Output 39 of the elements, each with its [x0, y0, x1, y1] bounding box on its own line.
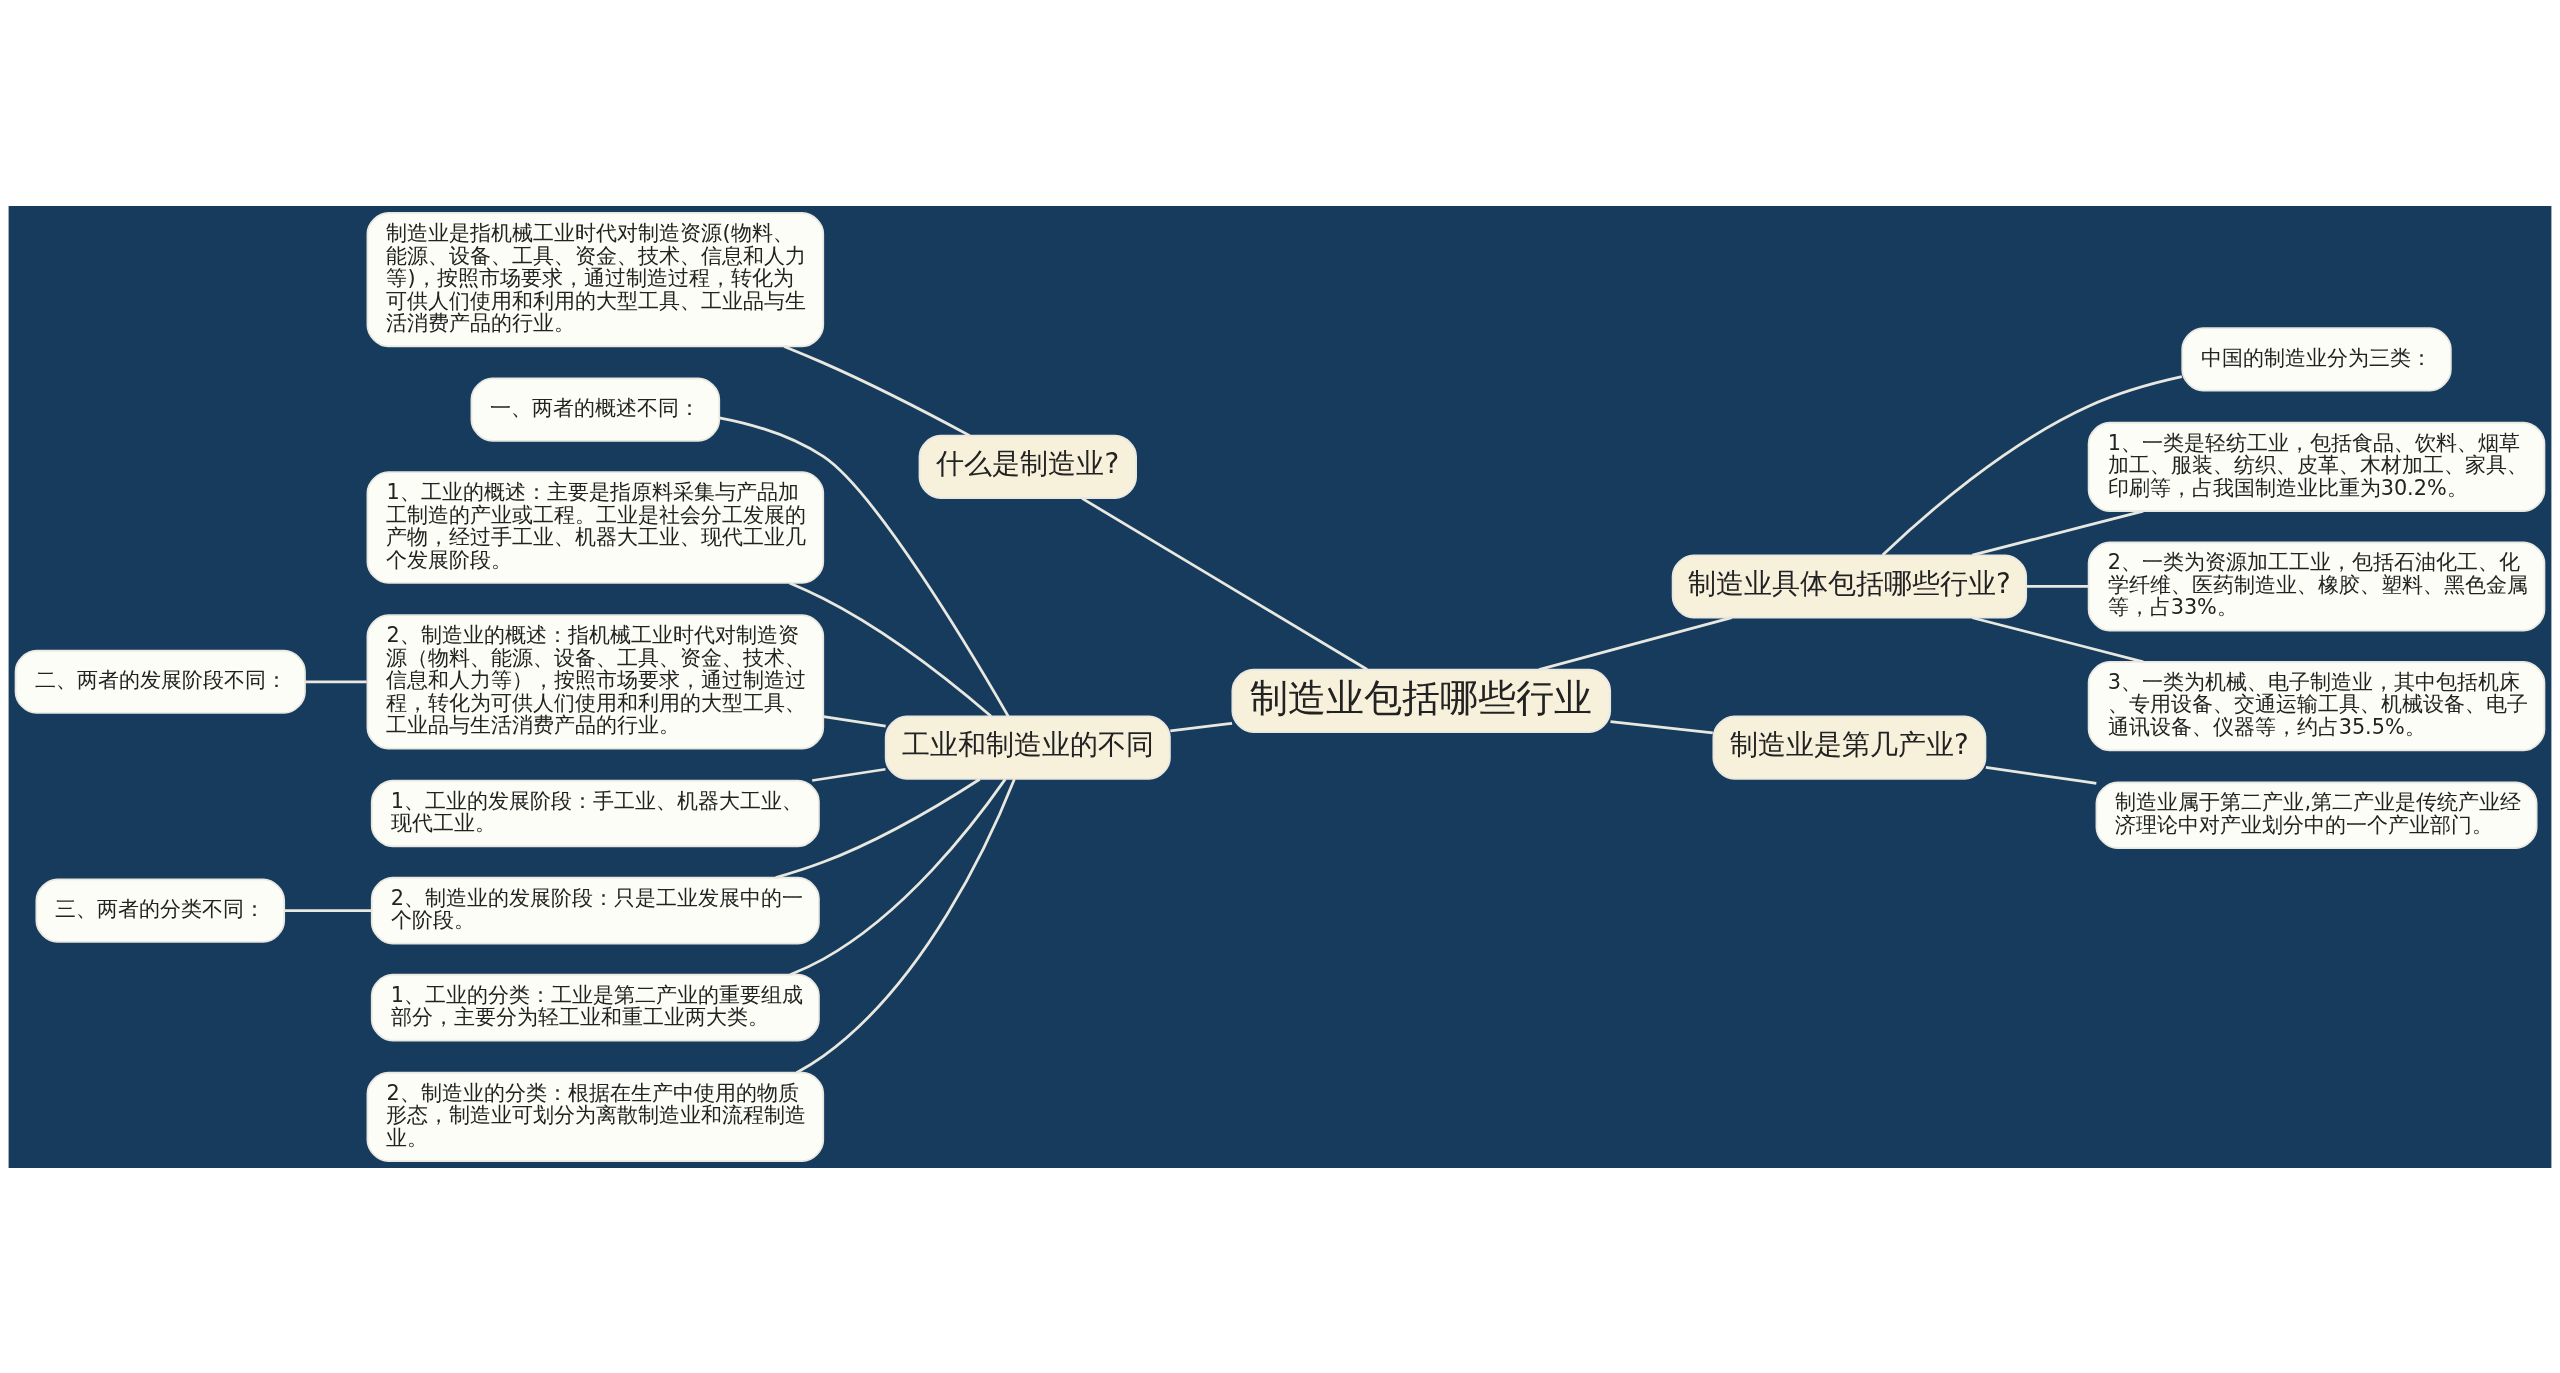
node-box: 1、一类是轻纺工业，包括食品、饮料、烟草加工、服装、纺织、皮革、木材加工、家具、印刷等，占我国制造业比重为30.2%。	[2087, 421, 2546, 512]
connector	[789, 777, 1007, 976]
connector	[305, 679, 367, 683]
connector	[2026, 584, 2089, 588]
node-box: 1、工业的发展阶段：手工业、机器大工业、现代工业。	[370, 779, 820, 847]
node-box: 制造业是指机械工业时代对制造资源(物料、能源、设备、工具、资金、技术、信息和人力等)，按照市场要求，通过制造过程，转化为可供人们使用和利用的大型工具、工业品与生活消费产品的行业。	[366, 211, 825, 347]
connector	[1610, 719, 1713, 734]
node-box: 制造业具体包括哪些行业?	[1671, 553, 2028, 619]
connector	[1972, 615, 2144, 663]
connector	[795, 777, 1016, 1074]
node-box: 1、工业的概述：主要是指原料采集与产品加工制造的产业或工程。工业是社会分工发展的产物，经过手工业、机器大工业、现代工业几个发展阶段。	[366, 470, 825, 584]
connector	[719, 415, 1010, 717]
node-box: 三、两者的分类不同：	[35, 878, 286, 943]
node-box: 工业和制造业的不同	[884, 715, 1171, 780]
node-box: 一、两者的概述不同：	[470, 377, 721, 442]
node-box: 2、制造业的概述：指机械工业时代对制造资源（物料、能源、设备、工具、资金、技术、信息和人力等），按照市场要求，通过制造过程，转化为可供人们使用和利用的大型工具、工业品与生活消费产品的行业。	[366, 613, 825, 749]
node-box: 2、制造业的分类：根据在生产中使用的物质形态，制造业可划分为离散制造业和流程制造业。	[366, 1071, 825, 1162]
node-box: 制造业属于第二产业,第二产业是传统产业经济理论中对产业划分中的一个产业部门。	[2095, 780, 2538, 849]
connector	[284, 908, 372, 912]
connector	[1081, 496, 1368, 671]
node-box: 制造业包括哪些行业	[1231, 668, 1612, 733]
connector	[1170, 721, 1233, 732]
connector	[1985, 765, 2097, 785]
connector	[1881, 374, 2183, 556]
node-box: 制造业是第几产业?	[1712, 715, 1987, 780]
connector	[783, 344, 971, 437]
node-box: 2、制造业的发展阶段：只是工业发展中的一个阶段。	[370, 876, 820, 944]
node-box: 什么是制造业?	[918, 434, 1137, 499]
connector	[811, 767, 886, 782]
connector	[1538, 615, 1733, 671]
connector	[823, 714, 886, 727]
connector	[775, 777, 981, 879]
connector	[1972, 509, 2144, 557]
node-box: 3、一类为机械、电子制造业，其中包括机床、专用设备、交通运输工具、机械设备、电子通讯设备、仪器等，约占35.5%。	[2087, 660, 2546, 751]
node-box: 二、两者的发展阶段不同：	[14, 649, 306, 714]
node-box: 中国的制造业分为三类：	[2181, 326, 2452, 391]
connector	[789, 581, 992, 717]
node-box: 2、一类为资源加工工业，包括石油化工、化学纤维、医药制造业、橡胶、塑料、黑色金属等，占33%。	[2087, 540, 2546, 632]
node-box: 1、工业的分类：工业是第二产业的重要组成部分，主要分为轻工业和重工业两大类。	[370, 973, 820, 1041]
